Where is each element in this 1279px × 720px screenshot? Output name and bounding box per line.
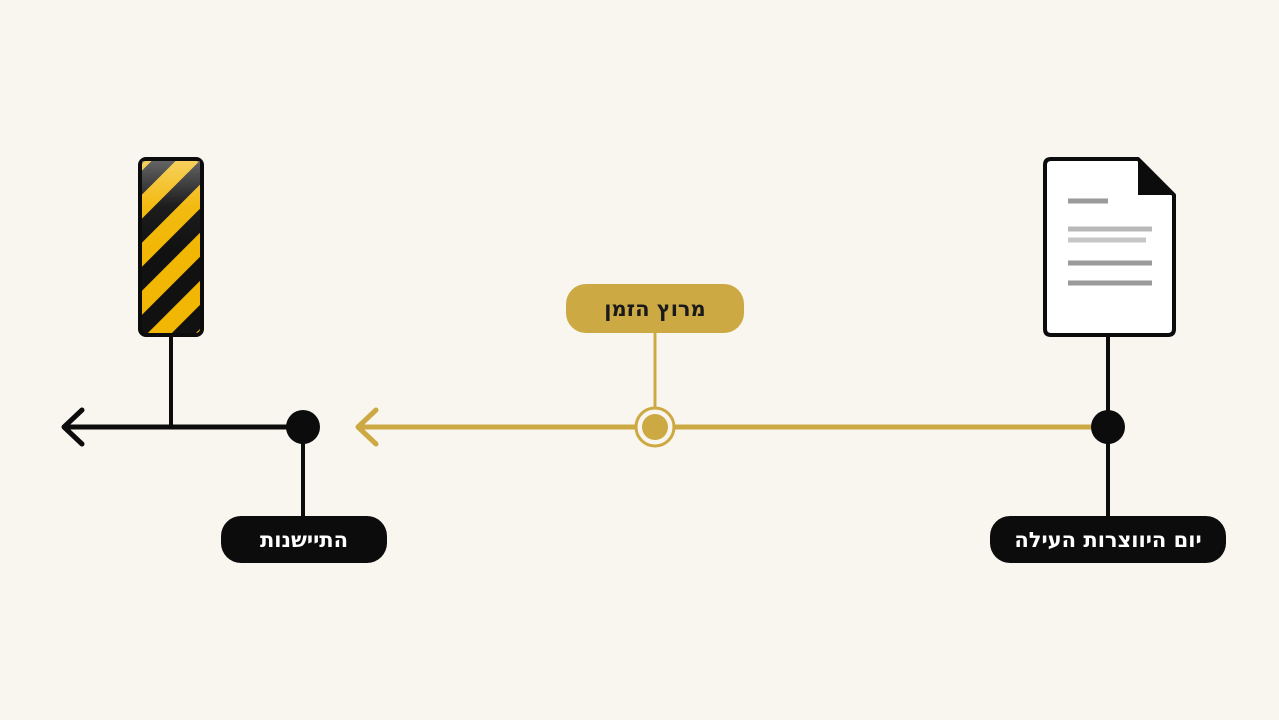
left-arrowhead [61,407,85,447]
time-running-label: מרוץ הזמן [566,284,744,333]
document-icon [1043,157,1176,337]
limitation-label: התיישנות [221,516,387,563]
cause-of-action-label: יום היווצרות העילה [990,516,1226,563]
gold-arrowhead [355,407,379,447]
barrier-icon [138,157,204,337]
time-marker-dot [642,414,668,440]
